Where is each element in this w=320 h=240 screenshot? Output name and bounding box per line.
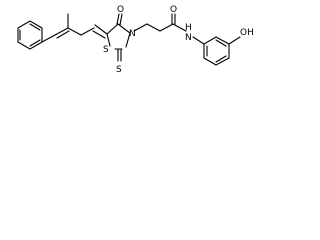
atom-label-oh: OH xyxy=(240,28,254,38)
molecule-structure-diagram: O N S S O H N OH xyxy=(17,5,254,75)
thiazolidine-ring xyxy=(106,13,131,62)
atom-label-s-thioxo: S xyxy=(116,65,122,75)
atom-label-s-ring: S xyxy=(103,45,109,55)
atom-label-n-amide: N xyxy=(185,33,192,43)
phenyl-ring xyxy=(17,20,43,50)
hydroxyphenyl-ring xyxy=(203,36,241,66)
atom-label-h-amide: H xyxy=(185,23,192,33)
atom-label-o-keto: O xyxy=(117,5,124,15)
propanoyl-chain xyxy=(133,13,205,45)
alkene-chain xyxy=(41,13,108,43)
atom-label-n-ring: N xyxy=(129,29,136,39)
atom-label-o-amide: O xyxy=(170,5,177,15)
